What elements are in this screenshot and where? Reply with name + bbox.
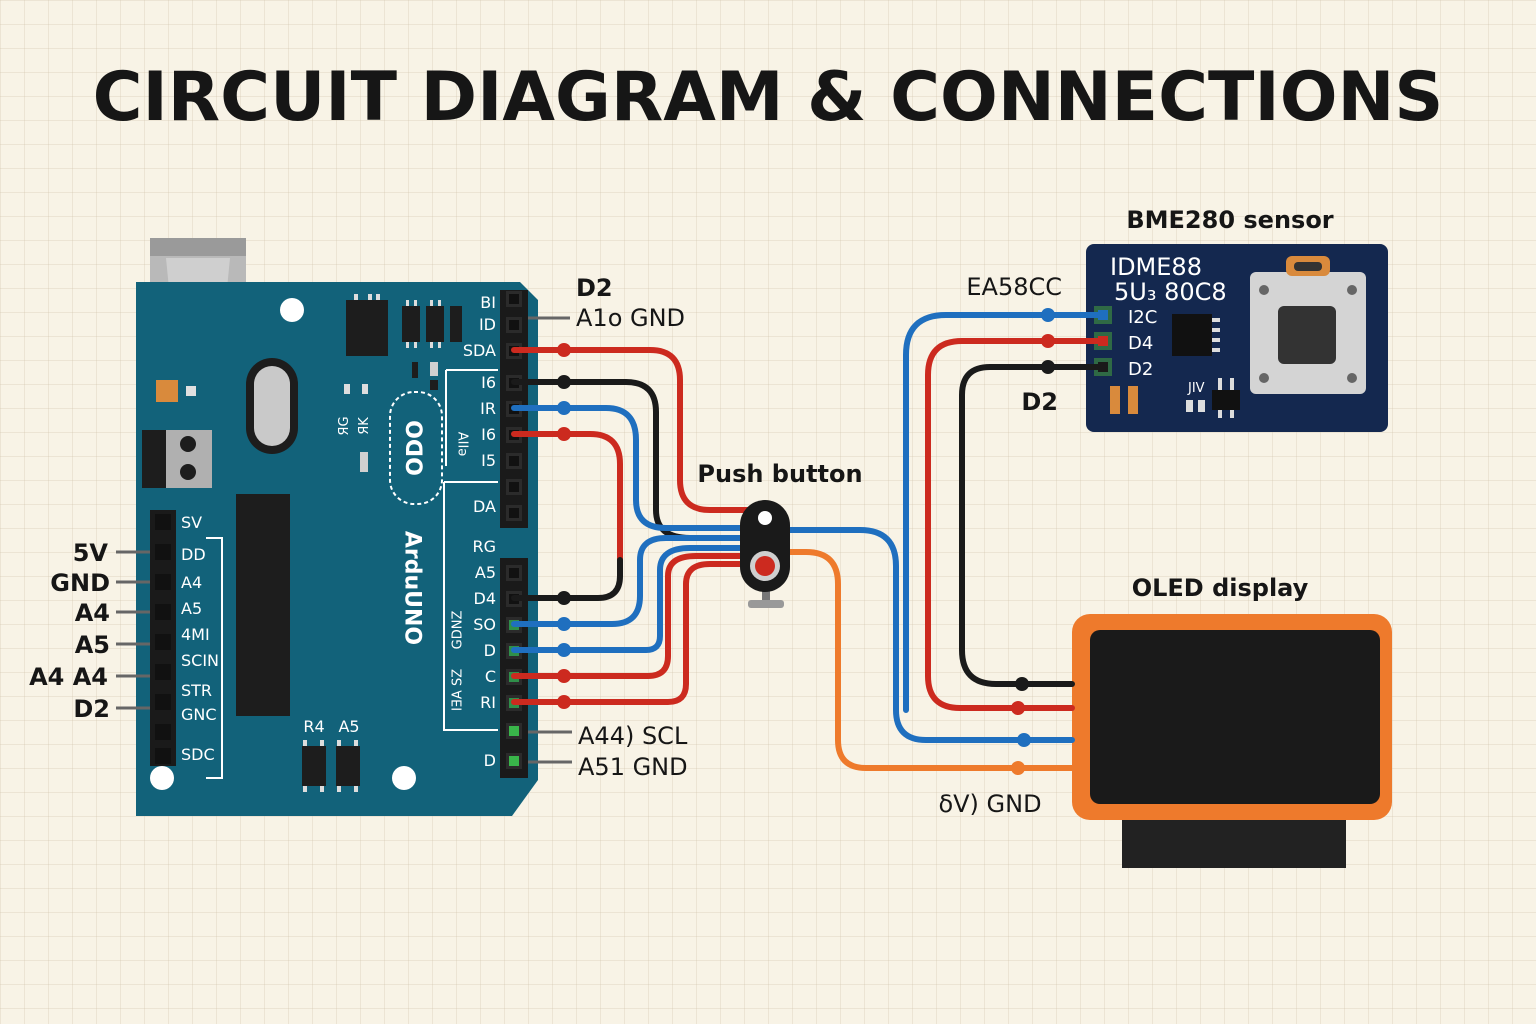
board-small-label: ЯG xyxy=(337,416,352,435)
button-base xyxy=(748,600,784,608)
callout-sensor-bottom: D2 xyxy=(1021,388,1058,416)
oled-screen xyxy=(1090,630,1380,804)
header-pin xyxy=(155,604,171,620)
header-pin-label: A4 xyxy=(181,573,202,592)
header-pin-label: RI xyxy=(480,693,496,712)
header-pin-label: DA xyxy=(473,497,496,516)
smd-chip xyxy=(402,306,420,342)
ic-chip-small xyxy=(346,300,388,356)
board-logo: ODO xyxy=(404,420,429,476)
callout-left: A5 xyxy=(75,631,110,659)
callout-left: A4 A4 xyxy=(29,663,108,691)
callout-left: A4 xyxy=(75,599,110,627)
header-pin-socket xyxy=(509,456,519,466)
smd-chip xyxy=(426,306,444,342)
header-pin xyxy=(155,694,171,710)
smd-chip xyxy=(302,746,326,786)
header-pin-label: SDA xyxy=(463,341,496,360)
push-button: Push button xyxy=(697,460,863,608)
sensor-small-label: JIV xyxy=(1187,381,1205,396)
header-pin-label: I6 xyxy=(481,425,496,444)
header-pin xyxy=(155,574,171,590)
push-button-label: Push button xyxy=(697,460,862,488)
header-pin-label: A5 xyxy=(475,563,496,582)
header-pin-label: SCIN xyxy=(181,651,219,670)
smd-component xyxy=(156,380,178,402)
header-pin-label: A5 xyxy=(181,599,202,618)
header-pin-label: D4 xyxy=(474,589,497,608)
mounting-hole xyxy=(392,766,416,790)
sensor-chip-line2: 5U₃ 80C8 xyxy=(1114,278,1227,306)
header-pin-label: GNC xyxy=(181,705,217,724)
bme280-label: BME280 sensor xyxy=(1126,206,1333,234)
header-pin-socket xyxy=(509,756,519,766)
header-pin xyxy=(155,634,171,650)
mounting-hole xyxy=(150,766,174,790)
header-pin-label: D xyxy=(484,751,496,770)
header-pin-label: DD xyxy=(181,545,206,564)
header-pin-socket xyxy=(509,320,519,330)
oled-display: OLED display xyxy=(1072,574,1392,868)
board-brand: ArduUNO xyxy=(400,531,425,645)
oled-connector xyxy=(1122,818,1346,868)
header-pin-label: SV xyxy=(181,513,202,532)
callout-left: D2 xyxy=(73,695,110,723)
header-pin-label: STR xyxy=(181,681,212,700)
header-pin-label: C xyxy=(485,667,496,686)
callout-bottom-1: A44) SCL xyxy=(578,722,688,750)
callout-oled-bottom: δV) GND xyxy=(938,790,1041,818)
sensor-chip-line1: IDME88 xyxy=(1110,253,1202,281)
chip-label: R4 xyxy=(303,717,324,736)
header-pin-label: 4MI xyxy=(181,625,210,644)
mounting-hole xyxy=(280,298,304,322)
header-pin-label: IR xyxy=(480,399,496,418)
header-pin xyxy=(155,514,171,530)
board-gnd-text: GDNZ xyxy=(451,611,466,650)
smd-chip xyxy=(450,306,462,342)
callout-left: 5V xyxy=(73,539,109,567)
button-cap xyxy=(755,556,775,576)
sensor-pin-label: D4 xyxy=(1128,333,1153,354)
arduino-board: ЯG ЯK ODO АIIə ArduUNO GDNZ IƎA SZ R4 A5… xyxy=(136,238,538,816)
header-pin xyxy=(155,748,171,764)
page-title: CIRCUIT DIAGRAM & CONNECTIONS xyxy=(93,58,1444,137)
header-pin-label: D xyxy=(484,641,496,660)
callout-sensor-top: EA58CC xyxy=(966,273,1062,301)
chip-label: A5 xyxy=(338,717,359,736)
header-pin-socket xyxy=(509,568,519,578)
header-pin-label: I6 xyxy=(481,373,496,392)
header-pin-socket xyxy=(509,294,519,304)
header-pin xyxy=(155,724,171,740)
callout-top-2: A1o GND xyxy=(576,304,685,332)
header-pin-label: RG xyxy=(472,537,496,556)
header-pin-socket xyxy=(509,482,519,492)
board-small-label: ЯK xyxy=(357,417,372,435)
oled-label: OLED display xyxy=(1132,574,1309,602)
callout-bottom-2: A51 GND xyxy=(578,753,688,781)
sensor-chip xyxy=(1172,314,1212,356)
sensor-pin-label: I2C xyxy=(1128,307,1157,328)
header-pin-socket xyxy=(509,508,519,518)
microcontroller-chip xyxy=(236,494,290,716)
header-pin-label: BI xyxy=(480,293,496,312)
callouts: D2 A1o GND A44) SCL A51 GND EA58CC D2 δV… xyxy=(29,273,1062,818)
callout-top-1: D2 xyxy=(576,274,613,302)
header-pin-socket xyxy=(509,726,519,736)
bme280-sensor: BME280 sensor IDME88 5U₃ 80C8 I2C D4 D2 … xyxy=(1086,206,1388,432)
smd-chip xyxy=(336,746,360,786)
header-pin xyxy=(155,664,171,680)
sensor-pin-label: D2 xyxy=(1128,359,1153,380)
header-pin-label: I5 xyxy=(481,451,496,470)
header-pin-label: SO xyxy=(473,615,496,634)
header-pin xyxy=(155,544,171,560)
header-pin-label: ID xyxy=(479,315,496,334)
wires xyxy=(511,308,1105,775)
callout-left: GND xyxy=(50,569,110,597)
board-logo-side: АIIə xyxy=(455,432,470,457)
header-pin-label: SDC xyxy=(181,745,215,764)
board-side-text: IƎA SZ xyxy=(451,669,466,711)
logo-outline xyxy=(389,391,443,505)
